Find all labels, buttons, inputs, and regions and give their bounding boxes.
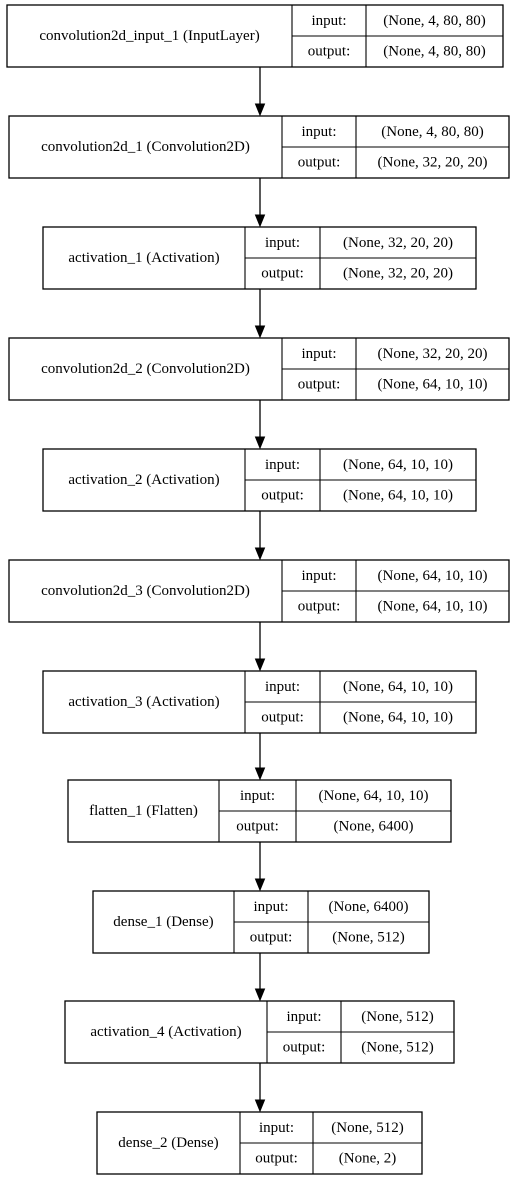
arrowhead-icon <box>254 988 266 1002</box>
input-port-label: input: <box>240 788 275 804</box>
edge-arrow <box>254 289 266 339</box>
layer-node: dense_1 (Dense) input: output: (None, 6400)… <box>92 890 430 954</box>
layer-node: convolution2d_1 (Convolution2D) input: out… <box>8 115 510 179</box>
output-port-label: output: <box>255 1151 298 1167</box>
output-shape: (None, 64, 10, 10) <box>343 488 453 504</box>
layer-node: activation_2 (Activation) input: output: (N… <box>42 448 477 512</box>
edge-arrow <box>254 511 266 561</box>
layer-name: activation_2 (Activation) <box>68 472 219 488</box>
output-shape: (None, 64, 10, 10) <box>378 599 488 615</box>
input-shape: (None, 32, 20, 20) <box>343 235 453 251</box>
layer-node: dense_2 (Dense) input: output: (None, 512) (… <box>96 1111 423 1175</box>
edge-arrow <box>254 622 266 672</box>
arrowhead-icon <box>254 214 266 228</box>
edge-arrow <box>254 400 266 450</box>
layer-name: activation_1 (Activation) <box>68 250 219 266</box>
arrowhead-icon <box>254 325 266 339</box>
input-shape: (None, 512) <box>361 1009 433 1025</box>
input-shape: (None, 512) <box>331 1120 403 1136</box>
layer-node: convolution2d_2 (Convolution2D) input: out… <box>8 337 510 401</box>
output-shape: (None, 512) <box>332 930 404 946</box>
input-port-label: input: <box>301 124 336 140</box>
edge-arrow <box>254 67 266 117</box>
output-shape: (None, 64, 10, 10) <box>378 377 488 393</box>
input-shape: (None, 64, 10, 10) <box>343 457 453 473</box>
input-port-label: input: <box>265 457 300 473</box>
layer-node: flatten_1 (Flatten) input: output: (None, 6… <box>67 779 452 843</box>
layer-name: dense_2 (Dense) <box>118 1135 218 1151</box>
layer-name: convolution2d_3 (Convolution2D) <box>41 583 250 599</box>
edge-arrow <box>254 842 266 892</box>
layer-node: activation_4 (Activation) input: output: (N… <box>64 1000 455 1064</box>
output-port-label: output: <box>298 155 341 171</box>
edge-arrow <box>254 733 266 781</box>
arrowhead-icon <box>254 658 266 672</box>
input-shape: (None, 64, 10, 10) <box>343 679 453 695</box>
layer-name: dense_1 (Dense) <box>113 914 213 930</box>
layer-name: flatten_1 (Flatten) <box>89 803 198 819</box>
output-port-label: output: <box>298 599 341 615</box>
edge-arrow <box>254 953 266 1002</box>
layer-name: activation_3 (Activation) <box>68 694 219 710</box>
output-port-label: output: <box>261 266 304 282</box>
output-shape: (None, 2) <box>339 1151 396 1167</box>
input-shape: (None, 4, 80, 80) <box>381 124 483 140</box>
layer-name: convolution2d_1 (Convolution2D) <box>41 139 250 155</box>
arrowhead-icon <box>254 1099 266 1113</box>
edge-arrow <box>254 1063 266 1113</box>
input-shape: (None, 32, 20, 20) <box>378 346 488 362</box>
output-port-label: output: <box>283 1040 326 1056</box>
output-shape: (None, 512) <box>361 1040 433 1056</box>
output-port-label: output: <box>261 488 304 504</box>
arrowhead-icon <box>254 878 266 892</box>
input-port-label: input: <box>265 235 300 251</box>
input-port-label: input: <box>301 568 336 584</box>
output-shape: (None, 64, 10, 10) <box>343 710 453 726</box>
layer-node: convolution2d_input_1 (InputLayer) input:… <box>6 4 504 68</box>
input-port-label: input: <box>311 13 346 29</box>
layer-name: convolution2d_input_1 (InputLayer) <box>39 28 259 44</box>
layer-name: activation_4 (Activation) <box>90 1024 241 1040</box>
input-shape: (None, 64, 10, 10) <box>319 788 429 804</box>
input-port-label: input: <box>265 679 300 695</box>
output-port-label: output: <box>261 710 304 726</box>
input-port-label: input: <box>259 1120 294 1136</box>
input-shape: (None, 6400) <box>329 899 409 915</box>
input-port-label: input: <box>301 346 336 362</box>
layer-node: activation_3 (Activation) input: output: (N… <box>42 670 477 734</box>
input-port-label: input: <box>253 899 288 915</box>
arrowhead-icon <box>254 436 266 450</box>
output-shape: (None, 4, 80, 80) <box>383 44 485 60</box>
output-shape: (None, 6400) <box>334 819 414 835</box>
output-shape: (None, 32, 20, 20) <box>378 155 488 171</box>
output-port-label: output: <box>298 377 341 393</box>
output-port-label: output: <box>308 44 351 60</box>
output-port-label: output: <box>250 930 293 946</box>
layer-name: convolution2d_2 (Convolution2D) <box>41 361 250 377</box>
layer-node: activation_1 (Activation) input: output: (N… <box>42 226 477 290</box>
input-shape: (None, 4, 80, 80) <box>383 13 485 29</box>
arrowhead-icon <box>254 103 266 117</box>
input-shape: (None, 64, 10, 10) <box>378 568 488 584</box>
output-shape: (None, 32, 20, 20) <box>343 266 453 282</box>
edge-arrow <box>254 178 266 228</box>
arrowhead-icon <box>254 767 266 781</box>
input-port-label: input: <box>286 1009 321 1025</box>
arrowhead-icon <box>254 547 266 561</box>
output-port-label: output: <box>236 819 279 835</box>
layer-node: convolution2d_3 (Convolution2D) input: out… <box>8 559 510 623</box>
